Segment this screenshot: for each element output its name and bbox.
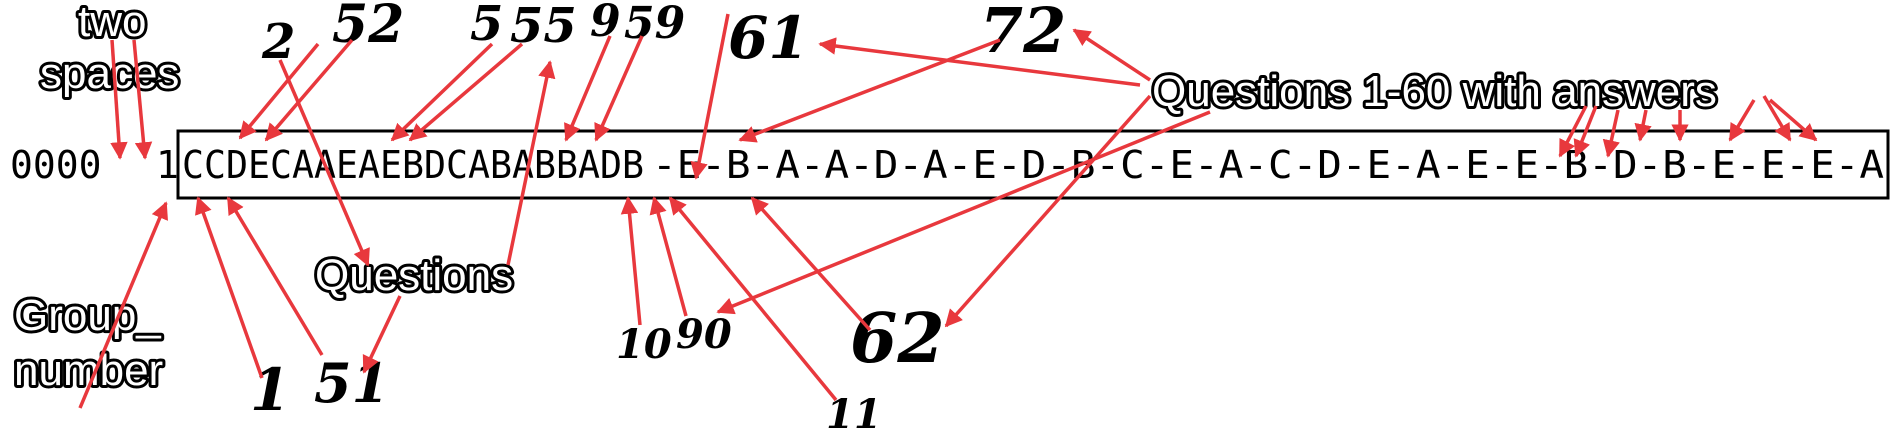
arrow-q55 <box>408 42 524 142</box>
hand-52: 52 <box>332 0 404 55</box>
hand-72: 72 <box>980 0 1066 67</box>
hand-61: 61 <box>728 4 809 72</box>
hand-51: 51 <box>314 351 389 415</box>
arrow-q61-down <box>690 13 730 180</box>
arrow-group-number <box>78 201 168 409</box>
arrow-q72 <box>738 38 1001 143</box>
arrow-q5 <box>390 42 494 142</box>
arrow-q1 <box>195 196 264 379</box>
arrow-q59 <box>594 35 644 142</box>
label-two: two <box>78 0 146 46</box>
arrow-ans-7 <box>1762 95 1792 142</box>
label-questions: Questions <box>315 251 513 300</box>
arrow-q2 <box>238 42 320 140</box>
label-spaces: spaces <box>40 49 179 98</box>
label-group: Group_ <box>14 291 161 340</box>
arrow-two-spaces-2 <box>132 39 153 160</box>
answers-compact: CCDECAAEAEBDCABABBADB <box>182 143 644 187</box>
answers-dashed: -E-B-A-A-D-A-E-D-B-C-E-A-C-D-E-A-E-E-B-D… <box>652 143 1884 187</box>
arrow-ans-1 <box>1573 105 1598 158</box>
arrow-ans-2 <box>1558 105 1588 158</box>
arrow-q9 <box>564 35 612 142</box>
arrow-q52 <box>264 38 354 142</box>
hand-2: 2 <box>261 14 295 70</box>
arrow-q10 <box>620 196 642 326</box>
hand-90: 90 <box>676 311 732 358</box>
arrow-q62 <box>750 196 872 332</box>
hand-9: 9 <box>590 0 621 47</box>
answers-box <box>176 129 1890 200</box>
hand-10: 10 <box>616 321 672 368</box>
hand-59: 59 <box>624 0 685 49</box>
hand-62: 62 <box>850 299 945 379</box>
arrow-questions-51 <box>362 295 402 374</box>
arrow-questions-55 <box>506 60 556 266</box>
arrow-q51 <box>226 196 324 356</box>
label-questions-with-answers: Questions 1-60 with answers <box>1152 67 1717 116</box>
arrow-two-spaces-1 <box>110 39 128 160</box>
arrow-q90 <box>649 196 688 317</box>
arrow-to-90 <box>716 110 1211 315</box>
arrow-ans-8 <box>1768 98 1818 142</box>
group-number-value: 1 <box>156 143 179 187</box>
annotation-arrows <box>78 13 1818 409</box>
arrow-ans-3 <box>1602 109 1620 158</box>
arrow-to-72 <box>1072 28 1151 82</box>
record-prefix: 0000 <box>10 143 102 187</box>
arrow-to-61 <box>818 37 1141 87</box>
hand-5: 5 <box>470 0 503 52</box>
arrow-to-62 <box>944 94 1152 328</box>
arrow-questions-up <box>278 59 370 267</box>
arrow-ans-4 <box>1634 109 1652 142</box>
arrow-ans-6 <box>1728 99 1756 142</box>
